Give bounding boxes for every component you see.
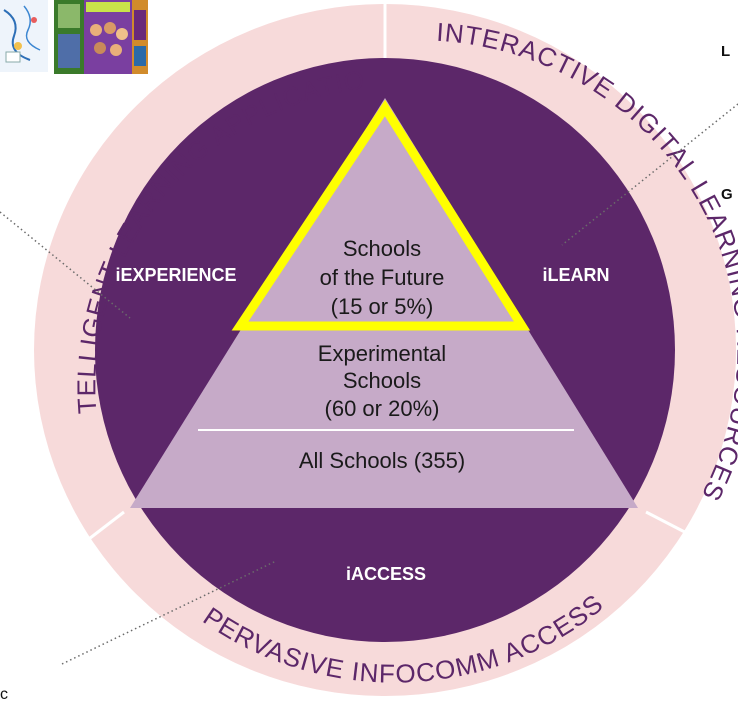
connector-right xyxy=(561,103,738,246)
ring-divider-right xyxy=(645,510,705,544)
edge-letter-c: c xyxy=(0,686,8,703)
tier-middle-line-3: (60 or 20%) xyxy=(325,396,440,421)
pyramid xyxy=(130,98,638,508)
tier-top-line-2: of the Future xyxy=(320,265,445,290)
thumbnail-books xyxy=(54,0,148,74)
ring-divider-left xyxy=(71,510,125,554)
tier-top-line-1: Schools xyxy=(343,236,421,261)
sector-label-iaccess: iACCESS xyxy=(346,564,426,584)
highlight-triangle xyxy=(231,99,531,331)
tier-middle-line-1: Experimental xyxy=(318,341,446,366)
tier-middle-line-2: Schools xyxy=(343,368,421,393)
connector-left xyxy=(0,211,131,319)
sector-label-ilearn: iLEARN xyxy=(543,265,610,285)
sector-label-iexperience: iEXPERIENCE xyxy=(115,265,236,285)
edge-letter-g: G xyxy=(721,186,733,203)
thumbnail-map xyxy=(0,0,48,72)
tier-top-line-3: (15 or 5%) xyxy=(331,294,434,319)
edge-letter-l: L xyxy=(721,43,731,60)
tier-base-label: All Schools (355) xyxy=(299,448,465,473)
